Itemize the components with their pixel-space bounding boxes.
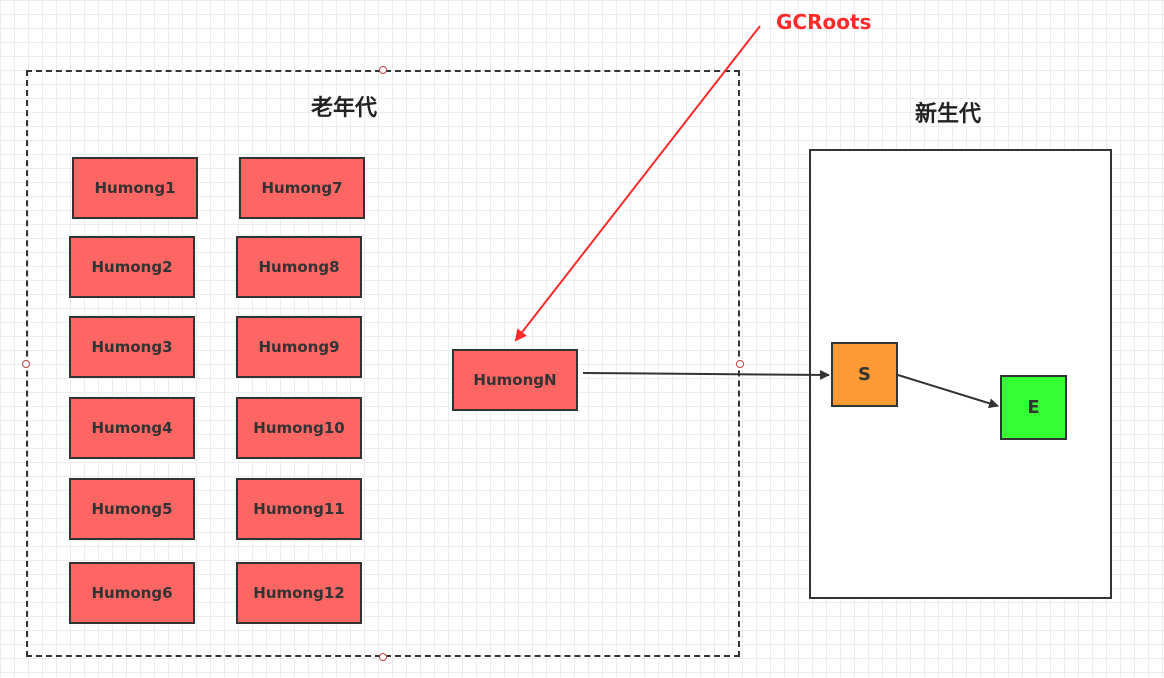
- humong-block-8[interactable]: Humong8: [236, 236, 362, 298]
- eden-object-e[interactable]: E: [1000, 375, 1067, 440]
- humong-block-2[interactable]: Humong2: [69, 236, 195, 298]
- selection-handle-left[interactable]: [22, 360, 30, 368]
- humong-n-block[interactable]: HumongN: [452, 349, 578, 411]
- selection-handle-top[interactable]: [379, 66, 387, 74]
- humong-block-1[interactable]: Humong1: [72, 157, 198, 219]
- s-to-e-arrow: [897, 374, 999, 409]
- humong-block-3[interactable]: Humong3: [69, 316, 195, 378]
- selection-handle-right[interactable]: [736, 360, 744, 368]
- humong-block-7[interactable]: Humong7: [239, 157, 365, 219]
- gcroots-arrow: [514, 25, 761, 342]
- old-gen-title: 老年代: [311, 96, 378, 121]
- humong-block-10[interactable]: Humong10: [236, 397, 362, 459]
- selection-handle-bottom[interactable]: [379, 653, 387, 661]
- humong-block-4[interactable]: Humong4: [69, 397, 195, 459]
- humong-block-12[interactable]: Humong12: [236, 562, 362, 624]
- gcroots-label: GCRoots: [776, 10, 872, 34]
- humong-block-5[interactable]: Humong5: [69, 478, 195, 540]
- humong-n-to-s-arrow: [582, 369, 830, 380]
- humong-block-9[interactable]: Humong9: [236, 316, 362, 378]
- young-gen-title: 新生代: [915, 102, 982, 127]
- humong-block-11[interactable]: Humong11: [236, 478, 362, 540]
- humong-block-6[interactable]: Humong6: [69, 562, 195, 624]
- survivor-object-s[interactable]: S: [831, 342, 898, 407]
